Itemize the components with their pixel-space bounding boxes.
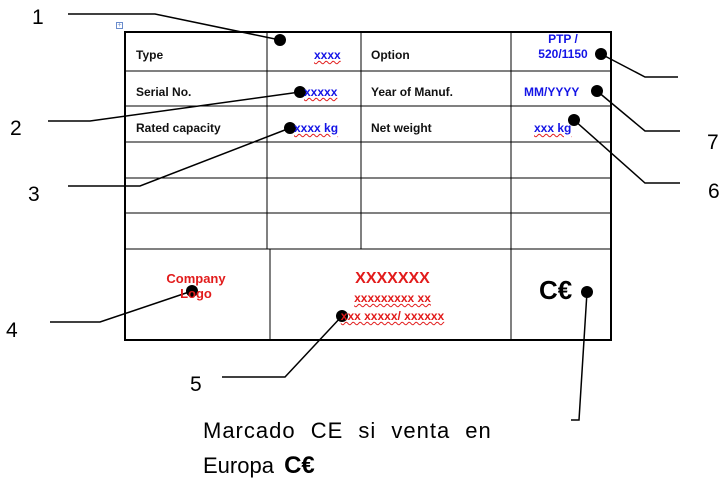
callout-dot-4 xyxy=(186,285,198,297)
nameplate-grid xyxy=(124,31,612,341)
callout-line-2 xyxy=(48,91,301,122)
callout-number-1: 1 xyxy=(32,6,44,29)
callout-number-4: 4 xyxy=(6,319,18,342)
ce-note-line-2: Europa C€ xyxy=(203,452,315,479)
callout-dot-ce xyxy=(581,286,593,298)
center-block: XXXXXXX xxxxxxxxx xx xxx xxxxx/ xxxxxx xyxy=(272,269,513,325)
ce-note-mark-icon: C€ xyxy=(284,452,315,479)
type-value: xxxx xyxy=(314,48,341,62)
callout-dot-6 xyxy=(568,114,580,126)
callout-number-5: 5 xyxy=(190,373,202,396)
callout-dot-1 xyxy=(274,34,286,46)
callout-line-6 xyxy=(573,119,680,184)
weight-label: Net weight xyxy=(371,121,432,135)
callout-number-3: 3 xyxy=(28,183,40,206)
center-line-2: xxxxxxxxx xx xyxy=(354,291,431,305)
nameplate: Type xxxx Option PTP / 520/1150 Serial N… xyxy=(124,31,612,341)
table-handle-icon[interactable]: + xyxy=(116,22,123,29)
callout-line-3 xyxy=(68,127,291,187)
center-line-3: xxx xxxxx/ xxxxxx xyxy=(340,309,445,323)
callout-dot-option xyxy=(595,48,607,60)
capacity-value: xxxx kg xyxy=(294,121,339,135)
option-value: PTP / 520/1150 xyxy=(538,32,588,61)
callout-line-option xyxy=(600,53,678,78)
callout-number-6: 6 xyxy=(708,180,720,203)
callout-line-5 xyxy=(222,315,343,378)
year-label: Year of Manuf. xyxy=(371,85,454,99)
serial-value: xxxxx xyxy=(304,85,338,99)
callout-dot-5 xyxy=(336,310,348,322)
callout-dot-7 xyxy=(591,85,603,97)
callout-number-2: 2 xyxy=(10,117,22,140)
company-logo: Company Logo xyxy=(166,271,226,301)
ce-note-line-1: Marcado CE si venta en xyxy=(203,418,492,443)
callout-dot-2 xyxy=(294,86,306,98)
callout-line-4 xyxy=(50,290,193,323)
center-title: XXXXXXX xyxy=(355,270,430,287)
type-label: Type xyxy=(136,48,164,62)
serial-label: Serial No. xyxy=(136,85,192,99)
year-value: MM/YYYY xyxy=(524,85,580,99)
weight-value: xxx kg xyxy=(534,121,572,135)
ce-mark-icon: C€ xyxy=(539,275,573,305)
option-label: Option xyxy=(371,48,410,62)
capacity-label: Rated capacity xyxy=(136,121,221,135)
callout-dot-3 xyxy=(284,122,296,134)
callout-line-7 xyxy=(596,90,680,132)
callout-number-7: 7 xyxy=(707,131,719,154)
callout-line-ce xyxy=(571,291,588,421)
